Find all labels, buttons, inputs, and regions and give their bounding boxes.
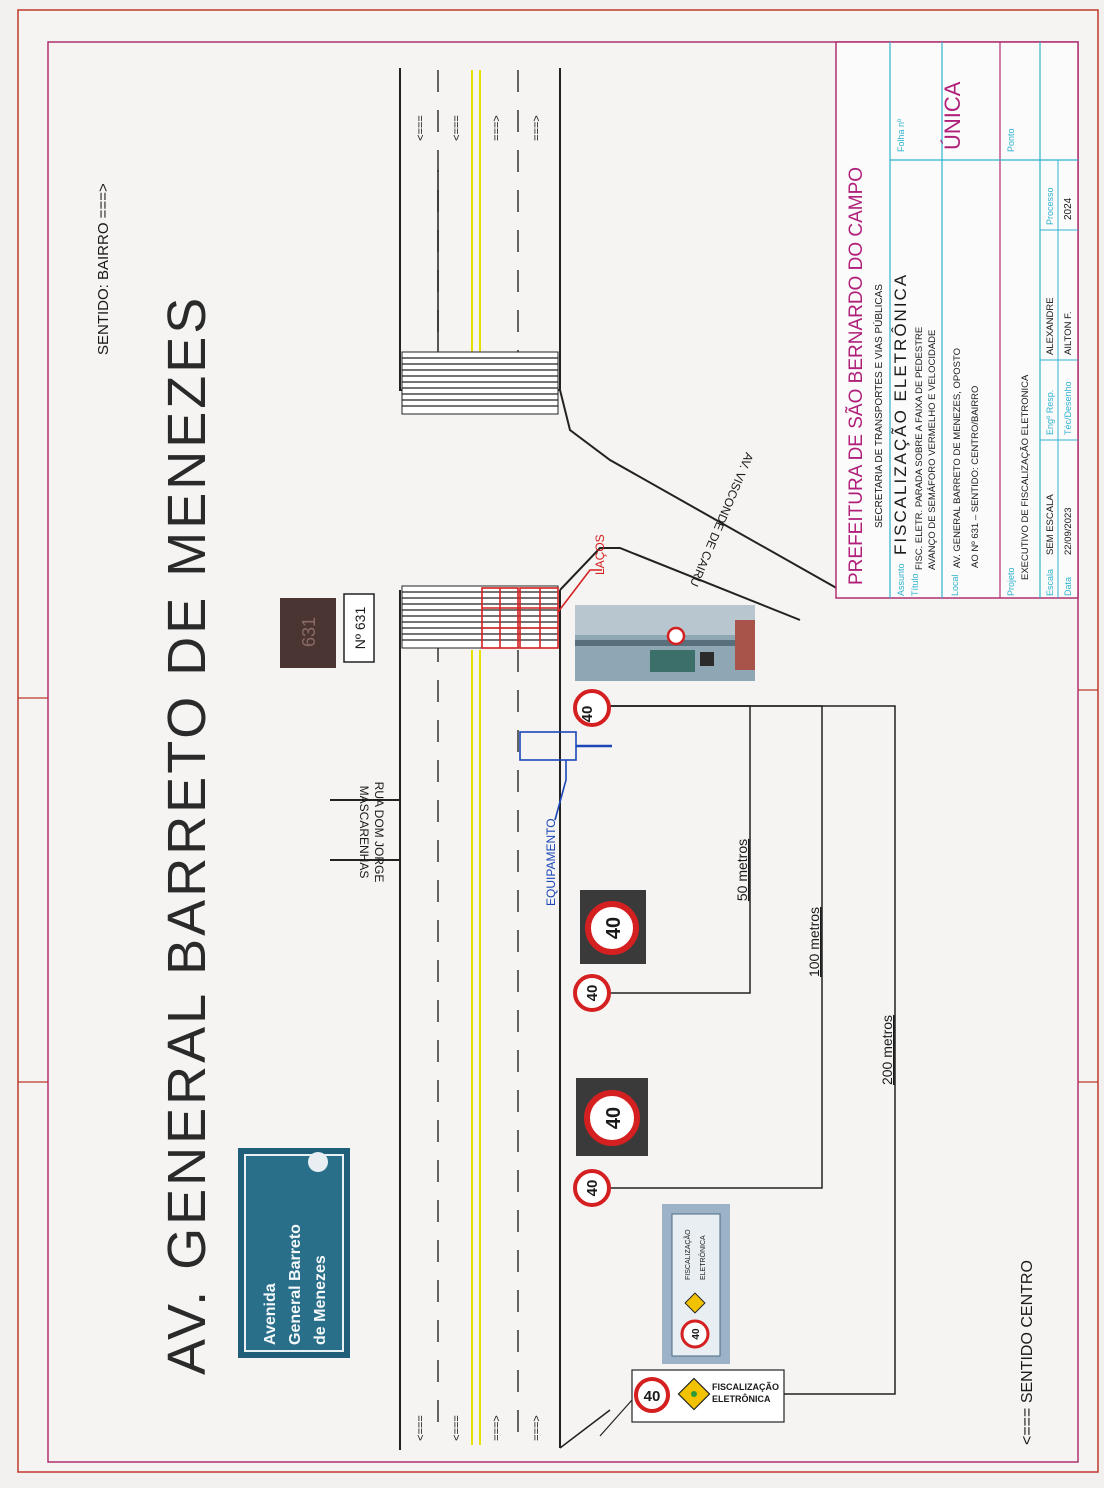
speed-sign-photo-1: 40 [580,890,646,964]
tec-desenho: AILTON F. [1063,312,1074,355]
fiscalizacao-line1: FISCALIZAÇÃO [712,1382,779,1392]
svg-text:===>: ===> [491,1415,503,1441]
svg-text:Folha nº: Folha nº [896,118,906,152]
svg-text:Título: Título [910,573,920,596]
speed-sign-100m: 40 [573,1169,611,1207]
svg-text:===>: ===> [491,115,503,141]
svg-text:General Barreto: General Barreto [287,1224,304,1345]
street-name-sign: Avenida General Barreto de Menezes [238,1148,350,1358]
svg-text:===>: ===> [531,1415,543,1441]
dist-50-label: 50 metros [734,839,750,901]
svg-text:Processo: Processo [1045,187,1055,225]
dist-200-label: 200 metros [879,1015,895,1085]
crosswalk-upper [401,351,559,415]
eng-resp: ALEXANDRE [1045,297,1056,355]
direction-bairro: SENTIDO: BAIRRO ===> [95,183,112,355]
svg-text:FISCALIZAÇÃO: FISCALIZAÇÃO [683,1229,692,1280]
lacos-label: LAÇOS [593,534,607,575]
lane-arrows: <=== <=== ===> ===> <=== <=== ===> ===> [415,115,543,1441]
assunto: FISCALIZAÇÃO ELETRÔNICA [891,273,910,555]
svg-text:Ponto: Ponto [1006,128,1016,152]
equipamento-label: EQUIPAMENTO [544,818,558,906]
address-number: Nº 631 [343,593,375,663]
svg-text:40: 40 [603,1107,625,1129]
camera-pole-photo [575,605,755,681]
local-2: AO Nº 631 – SENTIDO: CENTRO/BAIRRO [970,386,981,568]
dept-name: SECRETARIA DE TRANSPORTES E VIAS PÚBLICA… [872,284,885,528]
camera-equipment [519,731,612,821]
svg-text:de Menezes: de Menezes [312,1255,329,1345]
svg-text:Data: Data [1063,577,1073,596]
detection-loops [481,569,602,649]
main-title: AV. GENERAL BARRETO DE MENEZES [157,295,217,1375]
svg-text:Local: Local [950,574,960,596]
svg-text:===>: ===> [531,115,543,141]
folha: ÚNICA [940,81,965,150]
svg-text:631: 631 [299,617,319,647]
titulo-1: FISC. ELETR. PARADA SOBRE A FAIXA DE PED… [914,327,925,570]
fiscalizacao-line2: ELETRÔNICA [712,1393,771,1404]
svg-text:ELETRÔNICA: ELETRÔNICA [698,1235,707,1280]
speed-sign-0m: 40 [573,689,611,727]
cross-street-line2: MASCARENHAS [357,786,371,879]
projeto: EXECUTIVO DE FISCALIZAÇÃO ELETRONICA [1020,374,1031,580]
svg-text:40: 40 [603,917,625,939]
svg-text:Engº Resp.: Engº Resp. [1045,390,1055,435]
local-1: AV. GENERAL BARRETO DE MENEZES, OPOSTO [952,348,963,568]
escala: SEM ESCALA [1045,494,1056,555]
speed-sign-photo-2: 40 [576,1078,648,1156]
cross-street-line1: RUA DOM JORGE [372,782,386,883]
fiscalizacao-sign: 40 FISCALIZAÇÃO ELETRÔNICA [631,1369,785,1423]
crosswalk-lower [401,585,559,649]
org-name: PREFEITURA DE SÃO BERNARDO DO CAMPO [845,167,867,585]
title-block: PREFEITURA DE SÃO BERNARDO DO CAMPO SECR… [835,41,1079,599]
svg-text:40: 40 [691,1328,702,1340]
svg-text:40: 40 [584,985,601,1002]
speed-sign-50m: 40 [573,974,611,1012]
svg-text:<===: <=== [451,115,463,141]
svg-text:40: 40 [584,1180,601,1197]
fiscalizacao-photo-sign: 40 FISCALIZAÇÃO ELETRÔNICA [662,1204,730,1364]
svg-text:<===: <=== [415,1415,427,1441]
svg-text:40: 40 [644,1388,661,1405]
data: 22/09/2023 [1063,507,1074,555]
direction-centro: <=== SENTIDO CENTRO [1019,1260,1036,1445]
svg-text:Projeto: Projeto [1006,567,1016,596]
svg-text:Assunto: Assunto [896,563,906,596]
svg-text:Avenida: Avenida [262,1283,279,1345]
svg-text:Nº 631: Nº 631 [352,607,368,650]
dist-100-label: 100 metros [806,907,822,977]
titulo-2: AVANÇO DE SEMÁFORO VERMELHO E VELOCIDADE [927,330,938,570]
svg-text:<===: <=== [451,1415,463,1441]
cairu-edge-south [559,547,801,621]
svg-text:<===: <=== [415,115,427,141]
inner-frame [47,41,1079,1463]
svg-text:Escala: Escala [1045,569,1055,596]
svg-text:40: 40 [579,706,596,723]
cairu-edge-north [559,389,841,591]
house-number-plate: 631 [280,598,336,668]
processo: 2024 [1063,197,1074,220]
svg-text:Téc/Desenho: Téc/Desenho [1063,381,1073,435]
